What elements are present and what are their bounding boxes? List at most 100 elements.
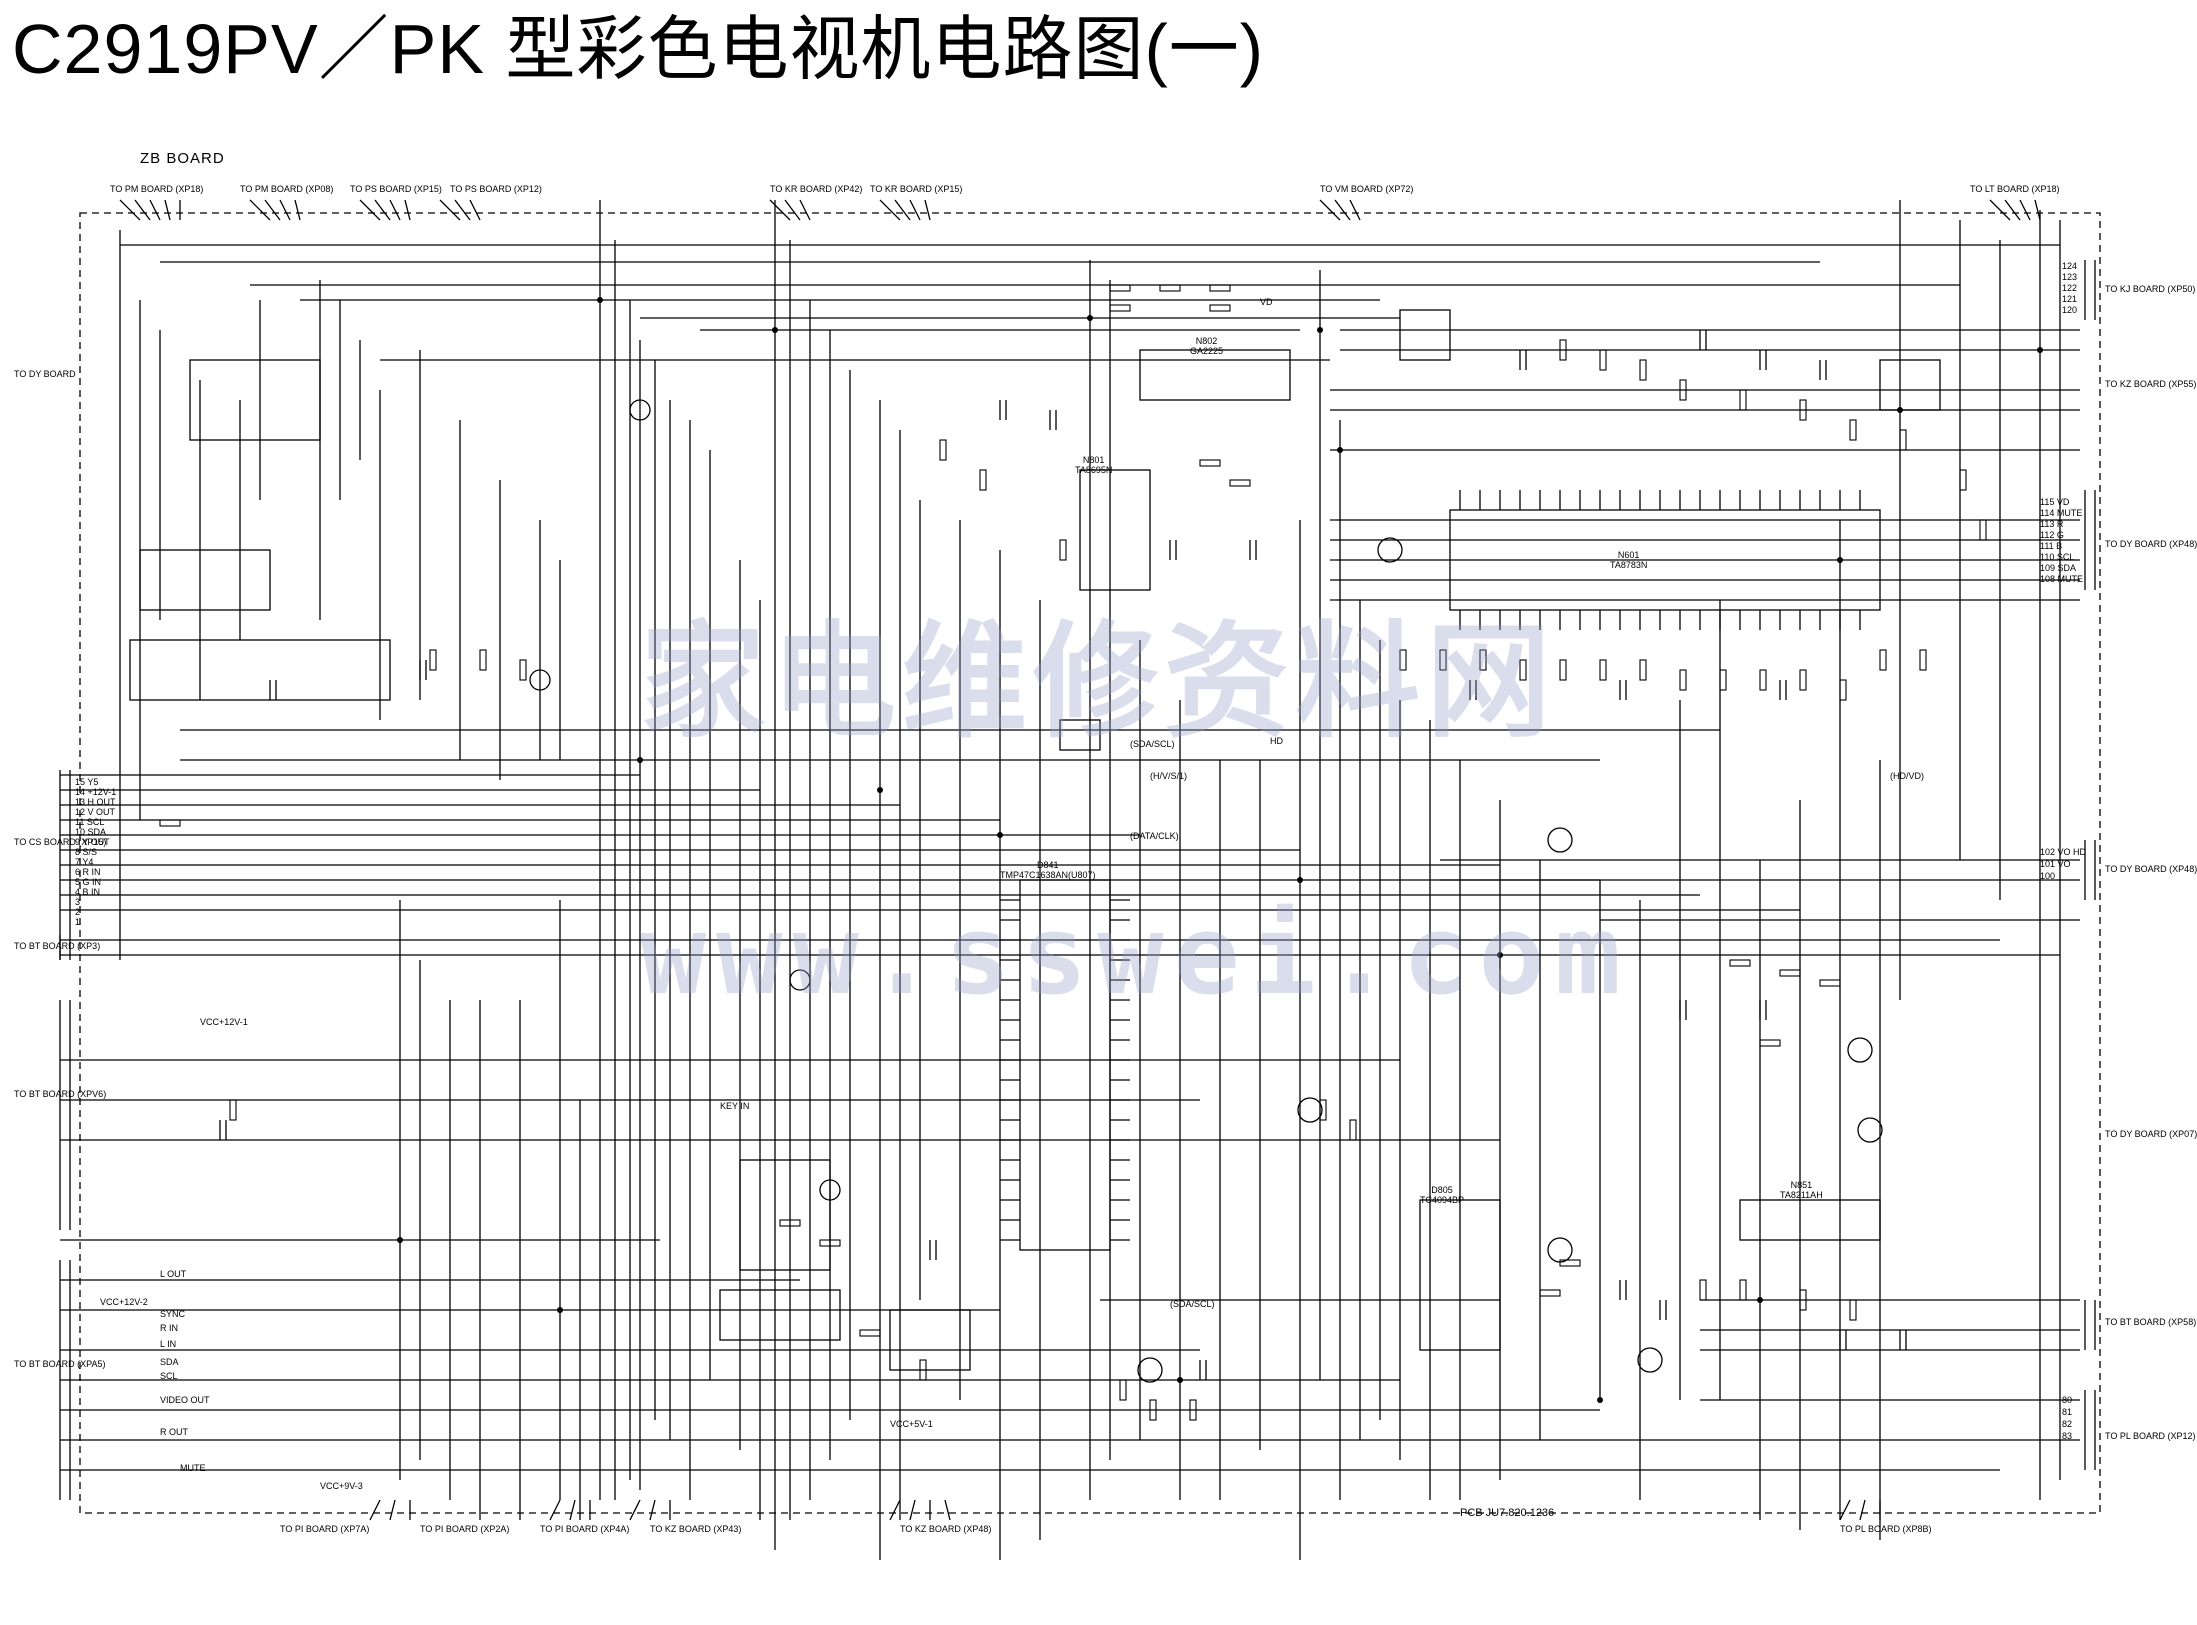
connector-label-top-1: TO PM BOARD (XP18)	[110, 184, 204, 194]
bus-label: (HD/VD)	[1890, 771, 1924, 781]
pin-label-right: 112 G	[2040, 530, 2064, 540]
pin-label-right: 124	[2062, 261, 2078, 271]
ic-kar	[739, 1159, 831, 1271]
ic-n805	[1059, 719, 1101, 751]
connector-label-bottom-3: TO PI BOARD (XP4A)	[540, 1524, 630, 1534]
pin-label-right: 111 B	[2040, 541, 2063, 551]
connector-label-right-3: TO DY BOARD (XP48)	[2105, 539, 2197, 549]
connector-label-left-4: TO BT BOARD (XPV6)	[14, 1089, 107, 1099]
pin-label-right: 80	[2062, 1395, 2073, 1405]
connector-fans-top	[119, 199, 2041, 221]
pin-label-right: 113 R	[2040, 519, 2064, 529]
pin-label-left: 3	[75, 897, 81, 907]
watermark-text-url: www.sswei.com	[640, 891, 1631, 1019]
connector-label-top-7: TO VM BOARD (XP72)	[1320, 184, 1414, 194]
signal-label: KEY IN	[720, 1101, 750, 1111]
pin-label-right: 123	[2062, 272, 2078, 282]
pin-label-left: 10 SDA	[75, 827, 107, 837]
ic-n851	[1739, 1199, 1881, 1241]
pin-label-right: 121	[2062, 294, 2078, 304]
signal-label: L OUT	[160, 1269, 187, 1279]
ic-n801	[1079, 469, 1151, 591]
bus-label: (SDA/SCL)	[1170, 1299, 1215, 1309]
ic-n851-label: N851 TA8211AH	[1780, 1180, 1823, 1200]
pin-label-right: 115 VD	[2040, 497, 2070, 507]
pin-label-left: 11 SCL	[75, 817, 105, 827]
pin-label-left: 13 H OUT	[75, 797, 116, 807]
signal-label: SCL	[160, 1371, 178, 1381]
page-title: C2919PV／PK 型彩色电视机电路图(一)	[12, 10, 1265, 88]
pin-label-right: 108 MUTE	[2040, 574, 2084, 584]
resistors	[159, 284, 1987, 1421]
board-label: ZB BOARD	[140, 150, 225, 167]
ic-n803	[889, 1309, 971, 1371]
pin-label-right: 101 VO	[2040, 859, 2071, 869]
ic-d841-label: D841 TMP47C1638AN(U807)	[1000, 860, 1096, 880]
signal-label: SDA	[160, 1357, 179, 1367]
connector-label-right-1: TO KJ BOARD (XP50)	[2105, 284, 2196, 294]
ic-n802-label: N802 GA2225	[1190, 336, 1224, 356]
signal-label: SYNC	[160, 1309, 186, 1319]
bus-label: (H/V/S/1)	[1150, 771, 1188, 781]
ic-n601	[1449, 509, 1881, 611]
bus-label: (SDA/SCL)	[1130, 739, 1175, 749]
ic-n601-label: N601 TA8783N	[1610, 550, 1648, 570]
signal-label: MUTE	[180, 1463, 206, 1473]
pin-label-right: 83	[2062, 1431, 2073, 1441]
pin-label-left: 4 B IN	[75, 887, 101, 897]
connector-label-top-2: TO PM BOARD (XP08)	[240, 184, 334, 194]
connector-label-bottom-6: TO PL BOARD (XP8B)	[1840, 1524, 1932, 1534]
connector-label-left-2: TO CS BOARD (XP15)	[14, 837, 107, 847]
pin-label-left: 14 +12V-1	[75, 787, 117, 797]
connector-strip-right	[2084, 260, 2096, 1470]
hybrid-block	[129, 639, 391, 701]
connector-label-top-6: TO KR BOARD (XP15)	[870, 184, 963, 194]
ic-d805	[1419, 1199, 1501, 1351]
ic-xtal	[1399, 309, 1451, 361]
connector-label-left-5: TO BT BOARD (XPA5)	[14, 1359, 106, 1369]
connector-label-bottom-2: TO PI BOARD (XP2A)	[420, 1524, 510, 1534]
pin-label-left: 9 Y OUT	[75, 837, 110, 847]
connector-label-left-1: TO DY BOARD	[14, 369, 76, 379]
pin-label-left: 5 G IN	[75, 877, 102, 887]
signal-label: VD	[1260, 297, 1273, 307]
connector-label-left-3: TO BT BOARD (XP3)	[14, 941, 101, 951]
pin-label-right: 122	[2062, 283, 2078, 293]
pin-label-left: 2	[75, 907, 81, 917]
pin-label-right: 82	[2062, 1419, 2073, 1429]
pin-label-left: 7 Y4	[75, 857, 94, 867]
ic-n803b	[1879, 359, 1941, 411]
pcb-label: PCB JU7.820.1236	[1460, 1507, 1555, 1519]
connector-label-bottom-5: TO KZ BOARD (XP48)	[900, 1524, 992, 1534]
pin-label-left: 15 Y5	[75, 777, 99, 787]
ic-d841	[1019, 879, 1111, 1251]
pin-label-right: 110 SCL	[2040, 552, 2075, 562]
connector-label-top-4: TO PS BOARD (XP12)	[450, 184, 542, 194]
junction-dots	[397, 297, 2043, 1403]
ic-d843	[719, 1289, 841, 1341]
connector-label-top-5: TO KR BOARD (XP42)	[770, 184, 863, 194]
signal-label: R OUT	[160, 1427, 188, 1437]
connector-label-right-4: TO DY BOARD (XP48)	[2105, 864, 2197, 874]
ic-an5012	[139, 549, 271, 611]
pin-label-right: 114 MUTE	[2040, 508, 2083, 518]
signal-label: HD	[1270, 736, 1283, 746]
connector-label-bottom-4: TO KZ BOARD (XP43)	[650, 1524, 742, 1534]
connector-strip-left	[59, 770, 71, 1500]
connector-label-right-5: TO DY BOARD (XP07)	[2105, 1129, 2197, 1139]
signal-label: VCC+9V-3	[320, 1481, 363, 1491]
connector-label-bottom-1: TO PI BOARD (XP7A)	[280, 1524, 370, 1534]
pin-label-right: 81	[2062, 1407, 2073, 1417]
pin-label-right: 102 VO HD	[2040, 847, 2087, 857]
ic-n801-label: N801 TA8695N	[1075, 455, 1113, 475]
board-outline	[79, 212, 2101, 1514]
pin-label-right: 109 SDA	[2040, 563, 2077, 573]
signal-label: VCC+5V-1	[890, 1419, 933, 1429]
ic-n802	[1139, 349, 1291, 401]
vertical-bus-lines	[119, 200, 2061, 1560]
pin-label-right: 120	[2062, 305, 2078, 315]
signal-label: L IN	[160, 1339, 177, 1349]
pin-label-left: 8 S/S	[75, 847, 98, 857]
transistors	[529, 399, 1883, 1383]
